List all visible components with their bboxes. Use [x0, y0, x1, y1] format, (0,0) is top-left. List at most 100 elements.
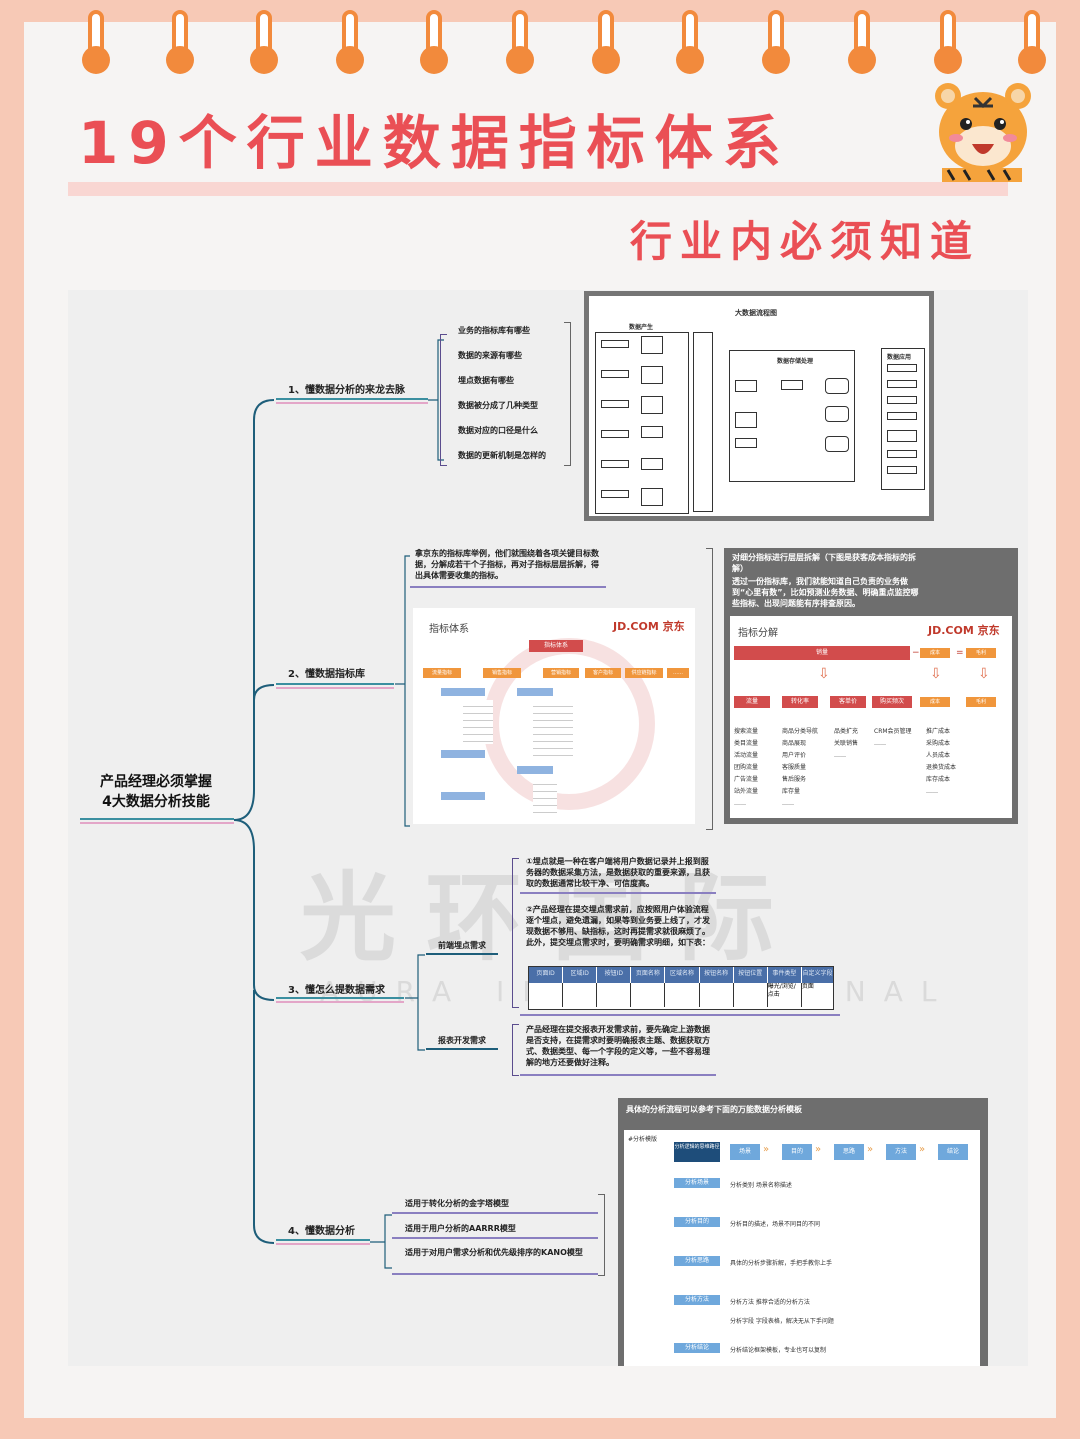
- arrow-right-icon: »: [919, 1144, 926, 1155]
- diagram-box: [641, 488, 663, 506]
- branch-4-item: 适用于对用户需求分析和优先级排序的KANO模型: [405, 1248, 583, 1257]
- branch-3-underline-accent: [276, 1001, 404, 1003]
- table-header-row: 页面ID 区域ID 按钮ID 页面名称 区域名称 按钮名称 按钮位置 事件类型 …: [529, 967, 834, 983]
- arrow-right-icon: »: [815, 1144, 822, 1155]
- decomp-header: 对细分指标进行层层拆解（下图是获客成本指标的拆解）: [732, 553, 916, 573]
- flow-start: 分析逻辑的思维路径: [674, 1142, 720, 1162]
- flow-step: 目的: [782, 1144, 812, 1160]
- root-line-1: 产品经理必须掌握: [100, 774, 212, 790]
- jd-subgroup: [441, 688, 485, 696]
- jd-category: 供应链指标: [625, 668, 663, 678]
- template-row-text: 具体的分析步骤拆解，手把手教你上手: [730, 1260, 833, 1267]
- branch-3-bracket-2: [512, 1024, 519, 1076]
- template-row-chip: 分析方法: [674, 1295, 720, 1305]
- table-header-cell: 页面ID: [529, 967, 563, 983]
- para-underline: [520, 1074, 716, 1076]
- branch-4-item: 适用于转化分析的金字塔模型: [405, 1199, 509, 1208]
- diagram-box: [735, 380, 757, 392]
- decomp-top-node: 成本: [920, 648, 950, 658]
- tiger-mascot-icon: [935, 83, 1031, 182]
- jd-image-title: 指标体系: [429, 624, 469, 635]
- diagram-box: [887, 412, 917, 420]
- diagram-box: [601, 460, 629, 468]
- flow-step: 结论: [938, 1144, 968, 1160]
- arrow-down-icon: ⇩: [930, 666, 942, 682]
- table-cell: [665, 983, 700, 1007]
- diagram-box: [641, 396, 663, 414]
- decomp-col-2: 商品分类导航商品展现用户评价客服质量售后服务库存量……: [782, 728, 819, 807]
- jd-subgroup: [441, 792, 485, 800]
- branch-1-underline-accent: [276, 402, 428, 404]
- jd-logo: JD.COM 京东: [928, 624, 1000, 637]
- branch-1-label: 1、懂数据分析的来龙去脉: [288, 385, 405, 396]
- decomp-image: 指标分解 JD.COM 京东 销量 成本 毛利 − = ⇩ ⇩ ⇩ 流量 转化率…: [730, 616, 1012, 818]
- root-underline: [80, 818, 234, 820]
- root-line-2: 4大数据分析技能: [102, 794, 210, 810]
- sub-underline: [426, 953, 498, 955]
- arrow-down-icon: ⇩: [978, 666, 990, 682]
- branch-4-underline-accent: [276, 1243, 370, 1245]
- table-cell: 曝光/浏览/点击: [768, 983, 802, 1007]
- diagram-db: [825, 406, 849, 422]
- template-image: #分析模版 分析逻辑的思维路径 场景 » 目的 » 思路 » 方法 » 结论 分…: [624, 1130, 980, 1366]
- diagram-box: [601, 370, 629, 378]
- template-row-chip: 分析目的: [674, 1217, 720, 1227]
- ring-icon: [848, 10, 876, 74]
- branch-4-item: 适用于用户分析的AARRR模型: [405, 1224, 516, 1233]
- jd-center-node: 指标体系: [529, 640, 583, 652]
- branch-1-item: 埋点数据有哪些: [458, 376, 514, 385]
- jd-category: 流量指标: [423, 668, 461, 678]
- ring-icon: [82, 10, 110, 74]
- branch-2-label: 2、懂数据指标库: [288, 669, 365, 680]
- report-requirement: 产品经理在提交报表开发需求前，要先确定上游数据是否支持，在提需求时要明确报表主题…: [526, 1025, 710, 1067]
- decomp-image-title: 指标分解: [738, 628, 778, 639]
- jd-category: ……: [667, 668, 689, 678]
- branch-3-underline: [276, 997, 404, 999]
- watermark-text: 光环国际: [300, 862, 804, 974]
- decomp-second-node: 转化率: [782, 696, 818, 708]
- decomp-col-3: 品类扩充关联销售……: [834, 728, 859, 759]
- diagram-source-frame: [595, 332, 689, 514]
- table-header-cell: 按钮ID: [596, 967, 631, 983]
- decomp-second-node: 成本: [920, 697, 950, 707]
- branch-1-bracket: [440, 334, 447, 466]
- diagram-box: [601, 400, 629, 408]
- branch-1-item: 数据的更新机制是怎样的: [458, 451, 546, 460]
- jd-leaf-list: [533, 778, 557, 818]
- template-header: 具体的分析流程可以参考下面的万能数据分析模板: [626, 1105, 802, 1114]
- para-underline: [520, 892, 716, 894]
- metric-decomposition-panel: 对细分指标进行层层拆解（下图是获客成本指标的拆解） 透过一份指标库，我们就能知道…: [724, 548, 1018, 824]
- item-underline: [392, 1212, 598, 1214]
- diagram-box: [735, 438, 757, 448]
- ring-icon: [1018, 10, 1046, 74]
- ring-icon: [762, 10, 790, 74]
- table-header-cell: 按钮位置: [732, 967, 767, 983]
- diagram-storage-frame: [729, 350, 855, 482]
- template-row-text: 分析目的描述，场景不同目的不同: [730, 1221, 821, 1228]
- ring-icon: [420, 10, 448, 74]
- big-data-flow-diagram: 大数据流程图 数据产生 数据存储处理 数据应用: [584, 291, 934, 521]
- branch-1-underline: [276, 398, 428, 400]
- diagram-box: [641, 458, 663, 470]
- template-tag: #分析模版: [628, 1136, 658, 1143]
- decomp-second-node: 购买频次: [872, 696, 912, 708]
- decomp-col-4: CRM会员管理……: [874, 728, 912, 747]
- arrow-down-icon: ⇩: [818, 666, 830, 682]
- table-header-cell: 事件类型: [766, 967, 801, 983]
- template-row-text: 分析方法 推荐合适的分析方法: [730, 1299, 810, 1306]
- branch-3-bracket: [512, 858, 519, 1008]
- branch-1-item: 数据对应的口径是什么: [458, 426, 538, 435]
- flow-step: 方法: [886, 1144, 916, 1160]
- branch-3-sub-report: 报表开发需求: [438, 1036, 486, 1045]
- branch-1-item: 业务的指标库有哪些: [458, 326, 530, 335]
- branch-2-underline: [276, 683, 394, 685]
- ring-icon: [166, 10, 194, 74]
- template-row-text: 分析类别 场景名称描述: [730, 1182, 792, 1189]
- jd-category: 营销指标: [543, 668, 579, 678]
- branch-4-bracket-right: [598, 1194, 605, 1276]
- branch-3-sub-frontend: 前端埋点需求: [438, 941, 486, 950]
- jd-subgroup: [517, 766, 553, 774]
- branch-2-underline-accent: [276, 687, 394, 689]
- table-cell: [734, 983, 768, 1007]
- template-row-chip: 分析结论: [674, 1343, 720, 1353]
